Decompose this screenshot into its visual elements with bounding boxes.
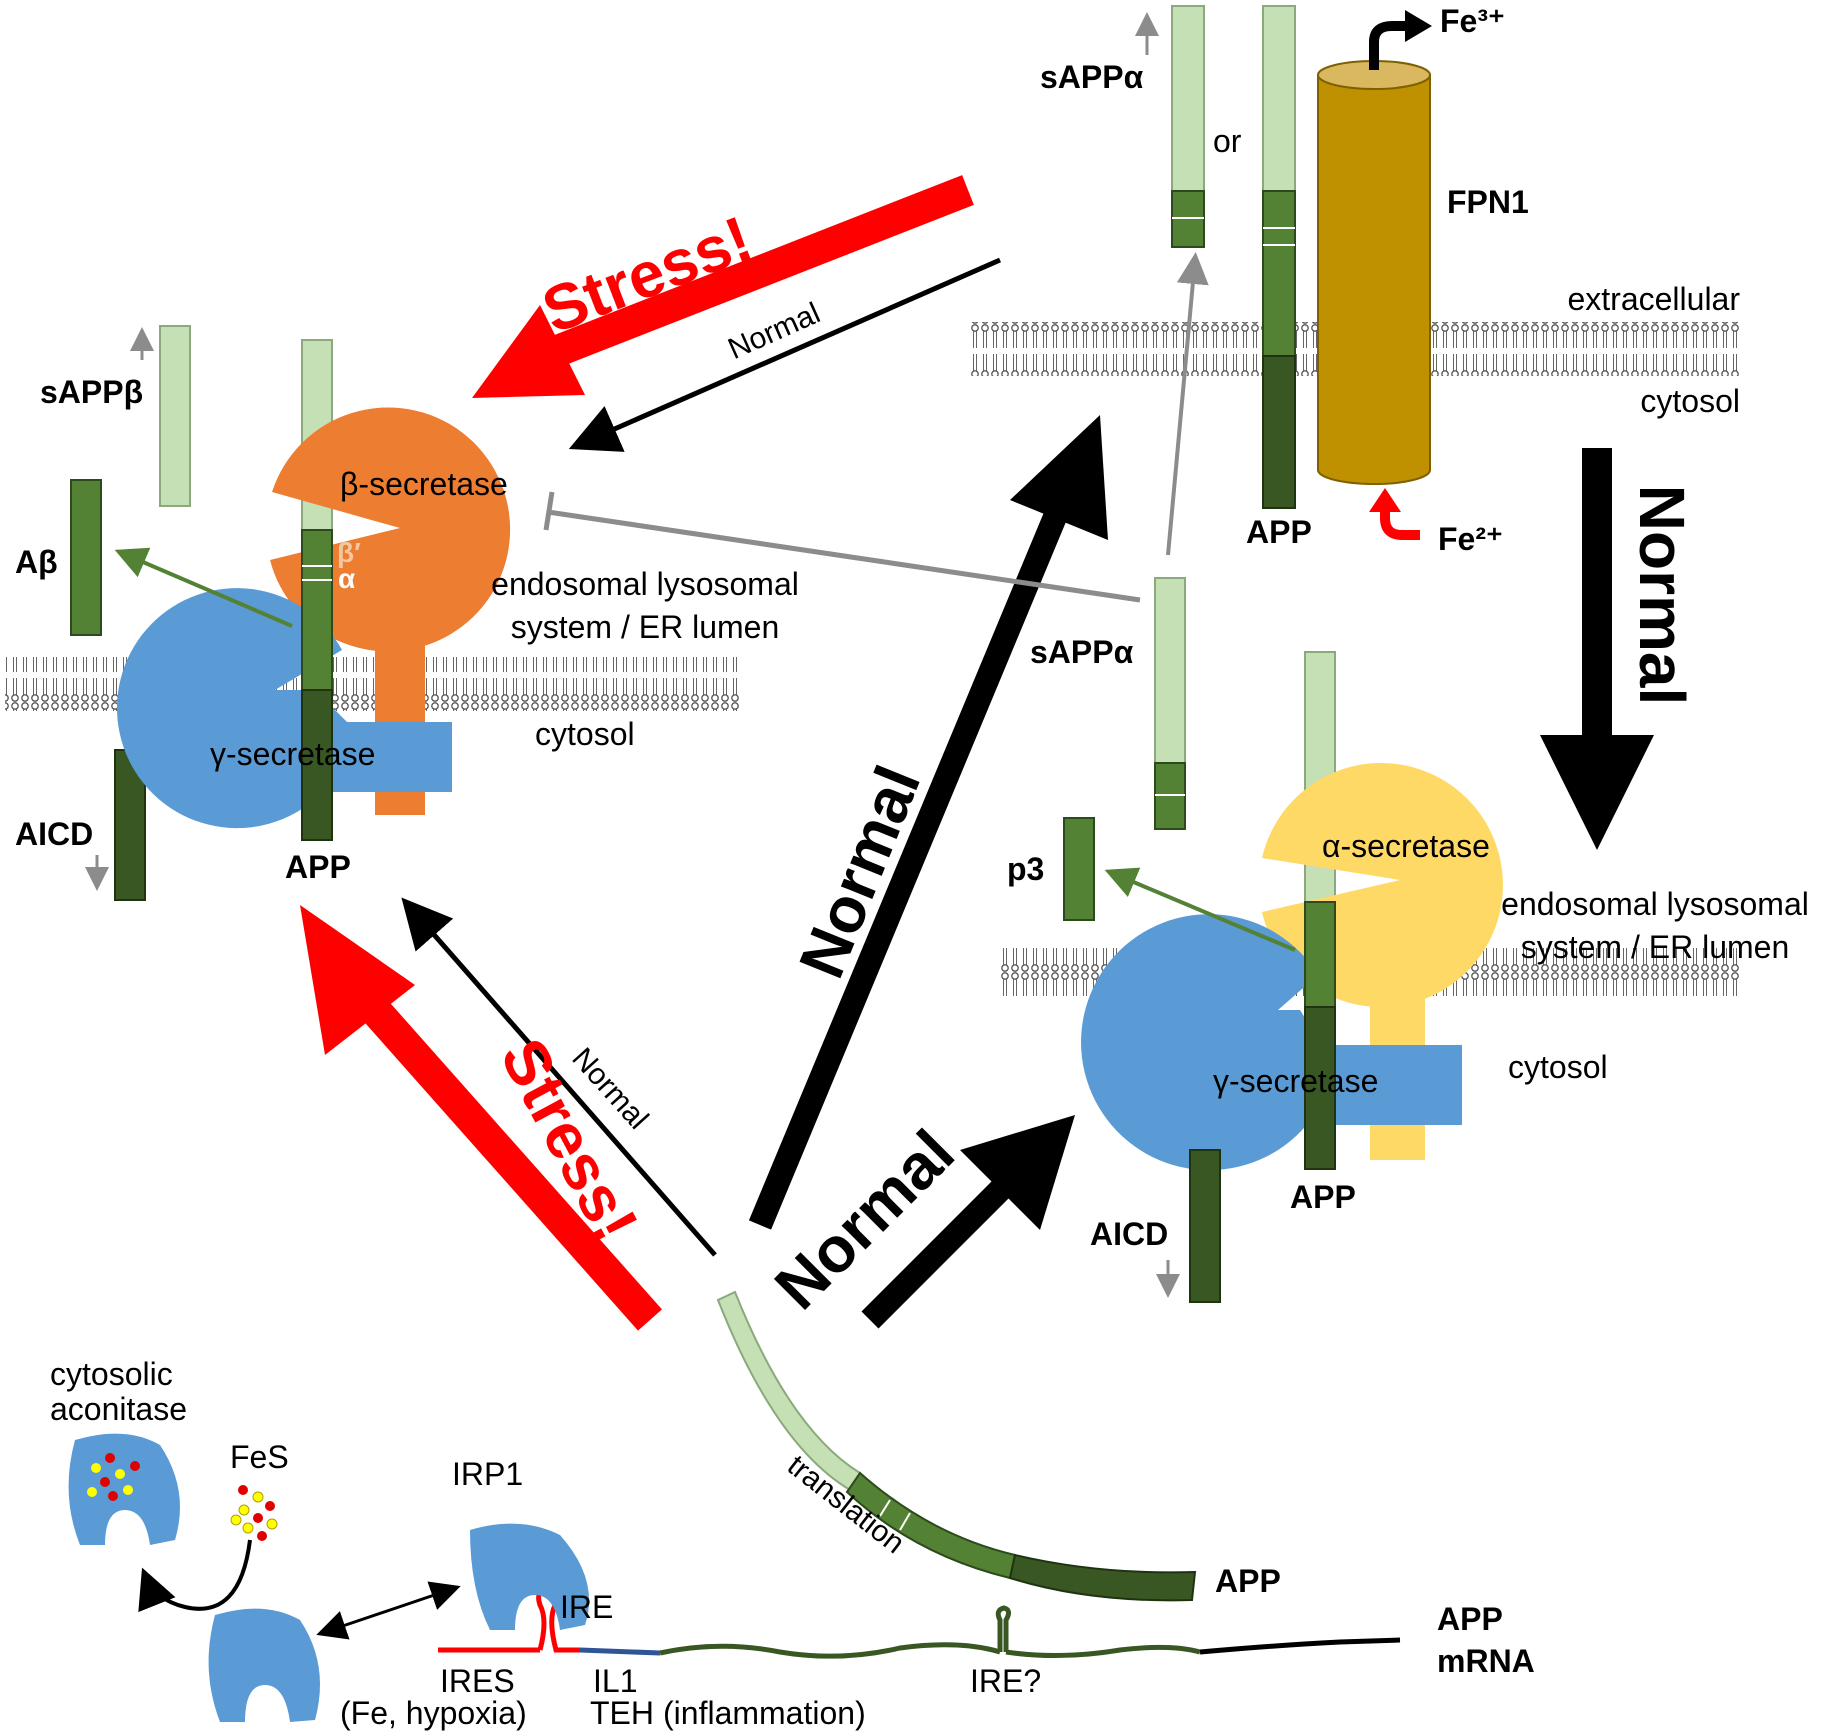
stress-arrow-top [472,175,974,398]
beta-prime-site-label: β′ [337,537,361,568]
irp1-bound-protein [470,1523,590,1630]
app-left-transmembrane [301,529,333,841]
normal-arrow-big-up [748,415,1108,1230]
abeta-release-arrow [114,547,293,628]
fe-hypoxia-label: (Fe, hypoxia) [340,1695,527,1731]
fes-insertion-arrow [138,1539,252,1613]
aicd-fragment-right [1189,1149,1221,1303]
app-nascent-label: APP [1215,1563,1281,1599]
normal-arrow-big-right [861,1115,1075,1329]
aicd-left-label: AICD [15,816,93,852]
stress-arrow-bottom [300,905,662,1331]
sappa-mid-fragment [1154,577,1186,830]
gamma-secretase-left-label: γ-secretase [210,736,375,772]
endosomal-right-line2: system / ER lumen [1521,929,1790,965]
fe2-label: Fe²⁺ [1438,521,1503,557]
cytosolic-label-line1: cytosolic [50,1356,173,1392]
il1-label: IL1 [593,1663,637,1699]
sappa-top-fragment [1171,5,1205,248]
inhibition-line [543,491,1141,603]
sappa-top-label: sAPPα [1040,59,1144,95]
irp1-label: IRP1 [452,1456,523,1492]
fe3-label: Fe³⁺ [1440,3,1505,39]
app-top-label: APP [1246,514,1312,550]
cytosolic-aconitase-protein [68,1433,180,1545]
alpha-site-label: α [338,563,355,594]
teh-label: TEH [590,1695,654,1731]
inflammation-label: (inflammation) [663,1695,866,1731]
p3-label: p3 [1007,851,1044,887]
endosomal-left-line1: endosomal lysosomal [491,566,799,602]
gamma-secretase-right-enzyme [1081,914,1462,1171]
sappa-release-arrow [1166,252,1209,556]
cytosol-label-left: cytosol [535,716,635,752]
extracellular-label-top: extracellular [1567,281,1740,317]
abeta-label: Aβ [15,544,58,580]
membrane-left [5,657,740,711]
app-left-label: APP [285,849,351,885]
fpn1-cylinder [1317,60,1431,485]
fpn1-label: FPN1 [1447,184,1529,220]
normal-label-right-down: Normal [1626,485,1698,706]
irp1-binding-arrow [316,1581,461,1640]
app-right-transmembrane [1304,901,1336,1170]
app-right-label: APP [1290,1179,1356,1215]
p3-fragment [1063,817,1095,921]
normal-arrow-top-thin [568,257,1002,452]
gamma-secretase-left-enzyme [117,588,452,829]
normal-label-top-thin: Normal [723,297,825,366]
fe3-export-arrow [1369,10,1432,70]
beta-secretase-label: β-secretase [340,466,508,502]
cytosol-label-right: cytosol [1508,1049,1608,1085]
cytosolic-label-line2: aconitase [50,1391,187,1427]
endosomal-right-line1: endosomal lysosomal [1501,886,1809,922]
normal-arrow-bottom-thin [401,897,717,1257]
ire-question-label: IRE? [970,1663,1041,1699]
cytosol-label-top: cytosol [1640,383,1740,419]
sappa-mid-label: sAPPα [1030,634,1134,670]
aicd-right-label: AICD [1090,1216,1168,1252]
ire-label: IRE [560,1589,613,1625]
app-mrna-label-line2: mRNA [1437,1643,1535,1679]
app-top-fullchain [1262,5,1296,509]
fe2-import-arrow [1369,488,1420,540]
ires-label: IRES [440,1663,515,1699]
alpha-secretase-label: α-secretase [1322,828,1490,864]
normal-arrow-right-down [1540,448,1654,850]
nascent-app-chain [716,1290,1197,1602]
free-irp1-protein [208,1608,320,1722]
sappb-fragment [159,325,191,507]
sappb-label: sAPPβ [40,374,143,410]
app-mrna-strand [438,1585,1401,1659]
fes-label: FeS [230,1439,289,1475]
fes-cluster-icon [230,1485,278,1541]
gamma-secretase-right-label: γ-secretase [1213,1063,1378,1099]
p3-release-arrow [1104,867,1296,952]
endosomal-left-line2: system / ER lumen [511,609,780,645]
abeta-fragment [70,479,102,636]
or-label: or [1213,123,1242,159]
app-mrna-label-line1: APP [1437,1601,1503,1637]
